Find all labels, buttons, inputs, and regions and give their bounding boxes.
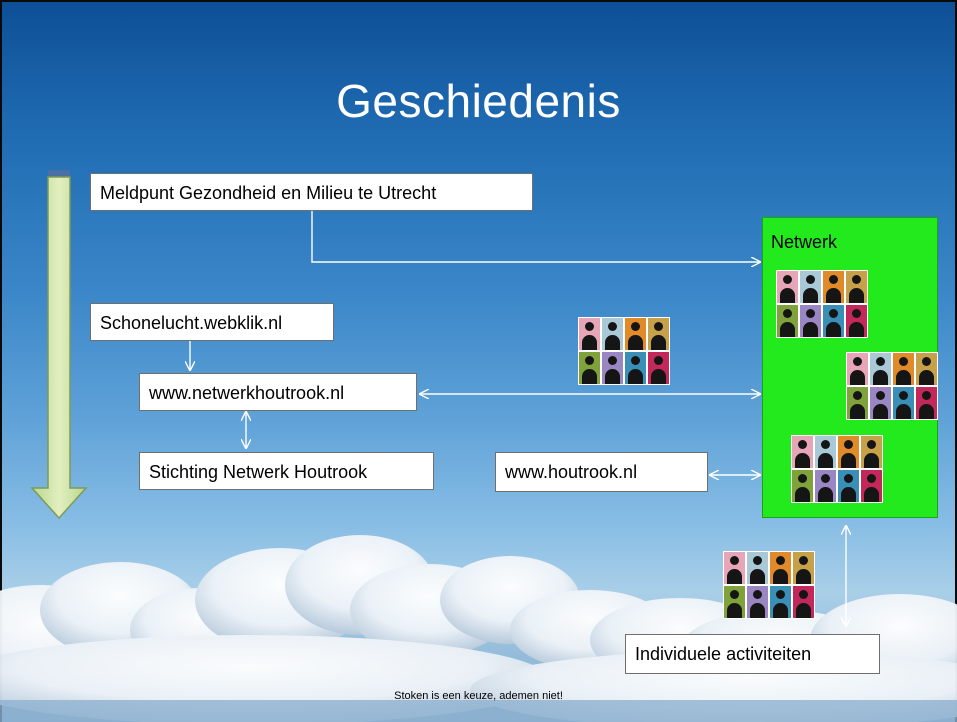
portrait-tile [823, 271, 844, 303]
portrait-tile [916, 387, 937, 419]
box-individuele: Individuele activiteiten [625, 634, 880, 674]
portrait-tile [724, 586, 745, 618]
portrait-tile [893, 353, 914, 385]
portrait-tile [770, 552, 791, 584]
portrait-tile [724, 552, 745, 584]
portrait-tile [777, 271, 798, 303]
portrait-tile [861, 470, 882, 502]
portrait-tile [777, 305, 798, 337]
portrait-tile [793, 552, 814, 584]
portrait-tile [838, 470, 859, 502]
box-meldpunt: Meldpunt Gezondheid en Milieu te Utrecht [90, 173, 533, 211]
portrait-tile [823, 305, 844, 337]
portrait-tile [847, 387, 868, 419]
portrait-tile [893, 387, 914, 419]
people-grid-icon [846, 352, 938, 420]
portrait-tile [870, 353, 891, 385]
portrait-tile [815, 470, 836, 502]
people-grid-icon [791, 435, 883, 503]
portrait-tile [861, 436, 882, 468]
people-grid-icon [578, 317, 670, 385]
footer-slogan: Stoken is een keuze, ademen niet! [394, 690, 563, 702]
box-netwerkhoutrook: www.netwerkhoutrook.nl [139, 373, 417, 411]
box-schonelucht: Schonelucht.webklik.nl [90, 303, 334, 341]
portrait-tile [770, 586, 791, 618]
portrait-tile [800, 271, 821, 303]
box-houtrook: www.houtrook.nl [495, 452, 708, 492]
portrait-tile [792, 470, 813, 502]
box-stichting: Stichting Netwerk Houtrook [139, 452, 434, 490]
people-grid-icon [723, 551, 815, 619]
portrait-tile [602, 352, 623, 384]
netwerk-label: Netwerk [771, 232, 838, 252]
portrait-tile [747, 586, 768, 618]
portrait-tile [602, 318, 623, 350]
portrait-tile [579, 352, 600, 384]
portrait-tile [846, 271, 867, 303]
slide-title: Geschiedenis [336, 75, 621, 127]
portrait-tile [847, 353, 868, 385]
portrait-tile [815, 436, 836, 468]
portrait-tile [846, 305, 867, 337]
people-grid-icon [776, 270, 868, 338]
portrait-tile [838, 436, 859, 468]
portrait-tile [648, 352, 669, 384]
portrait-tile [747, 552, 768, 584]
portrait-tile [792, 436, 813, 468]
portrait-tile [625, 352, 646, 384]
portrait-tile [648, 318, 669, 350]
portrait-tile [916, 353, 937, 385]
portrait-tile [793, 586, 814, 618]
portrait-tile [800, 305, 821, 337]
portrait-tile [625, 318, 646, 350]
portrait-tile [579, 318, 600, 350]
portrait-tile [870, 387, 891, 419]
